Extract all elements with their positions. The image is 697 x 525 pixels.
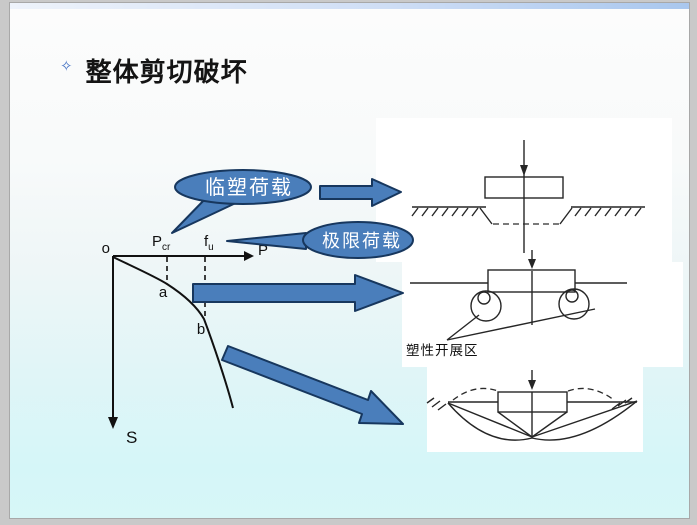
image-panel-general-shear-stage — [427, 367, 643, 452]
diamond-bullet-icon: ✧ — [60, 58, 73, 75]
title-row: ✧ 整体剪切破坏 — [60, 52, 248, 89]
image-panel-local-plastic-stage — [402, 262, 683, 367]
slide-title: 整体剪切破坏 — [85, 58, 248, 87]
slide-top-accent-band — [10, 3, 689, 9]
image-panel-elastic-stage — [376, 118, 672, 262]
